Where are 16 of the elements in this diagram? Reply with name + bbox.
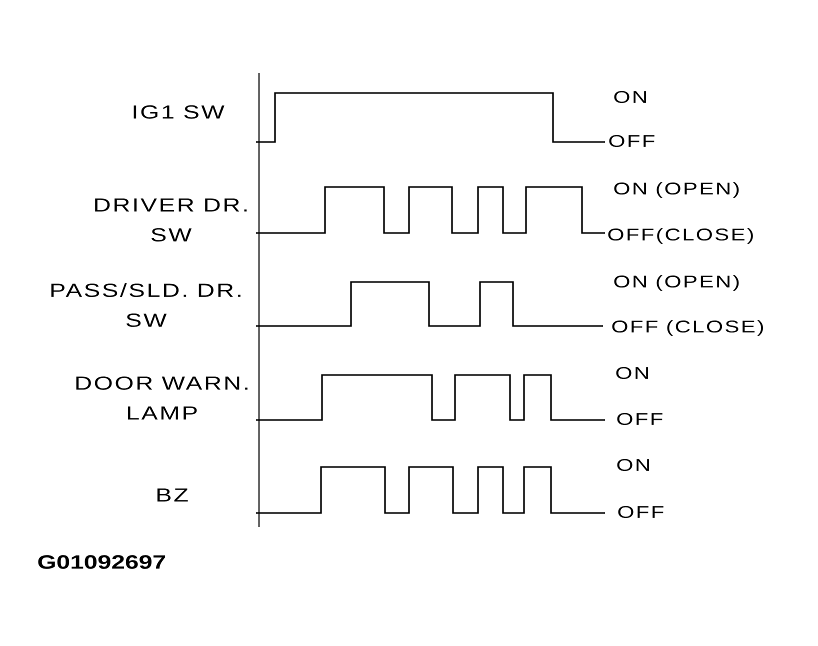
state-label: ON xyxy=(617,459,649,471)
state-label: ON xyxy=(614,91,646,103)
signal-name: IG1 SW xyxy=(134,105,224,119)
state-label: ON (OPEN) xyxy=(614,182,739,198)
state-label: OFF xyxy=(617,413,662,425)
state-label: ON xyxy=(616,367,648,379)
state-label: OFF(CLOSE) xyxy=(608,228,753,244)
signal-name: BZ xyxy=(157,488,188,502)
signal-name: DOOR WARN. LAMP xyxy=(76,376,248,420)
state-label: OFF (CLOSE) xyxy=(612,320,763,336)
state-label: OFF xyxy=(618,506,664,518)
figure-number: G01092697 xyxy=(38,555,166,569)
signal-name: DRIVER DR. SW xyxy=(95,198,247,242)
signal-name: PASS/SLD. DR. SW xyxy=(51,283,240,327)
state-label: ON (OPEN) xyxy=(614,275,739,291)
state-label: OFF xyxy=(609,135,654,147)
